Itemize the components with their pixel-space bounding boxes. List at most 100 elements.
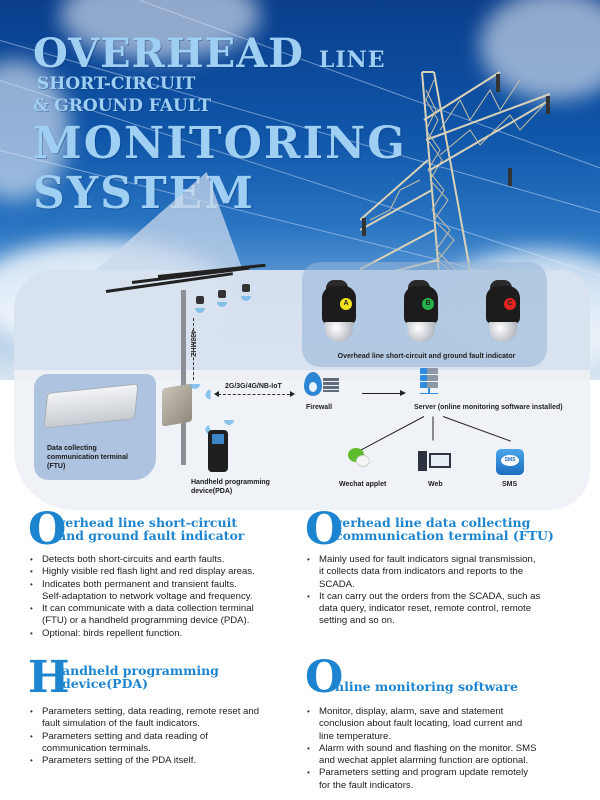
arrow-right-icon xyxy=(290,391,295,397)
server-unit xyxy=(420,375,438,381)
server-label: Server (online monitoring software insta… xyxy=(414,404,563,411)
list-item-text: Indicates both permanent and transient f… xyxy=(42,578,237,590)
indicator-caption: Overhead line short-circuit and ground f… xyxy=(337,353,516,360)
list-item: Highly visible red flash light and red d… xyxy=(28,566,300,579)
title-ground-fault: & GROUND FAULT xyxy=(33,96,212,116)
drop-cap: H xyxy=(28,652,70,703)
section-header: O nline monitoring software xyxy=(305,656,595,700)
web-label: Web xyxy=(428,481,443,488)
section-title: verhead line short-circuit and ground fa… xyxy=(58,516,244,542)
pda-device-icon xyxy=(208,430,228,472)
list-item-text: communication terminals. xyxy=(42,742,151,754)
server-icon xyxy=(420,368,438,394)
title-system: SYSTEM xyxy=(33,168,255,219)
wechat-label: Wechat applet xyxy=(339,481,387,488)
title-overhead: OVERHEAD xyxy=(33,30,304,77)
ftu-label-line: (FTU) xyxy=(47,463,66,470)
list-item-text: Parameters setting and data reading of xyxy=(42,730,208,742)
pda-label-line: Handheld programming xyxy=(191,479,270,486)
list-item: Optional: birds repellent function. xyxy=(28,628,300,641)
arrow-firewall-to-server xyxy=(362,393,402,394)
list-item-text: Self-adaptation to network voltage and f… xyxy=(42,590,253,602)
ftu-device-icon xyxy=(43,383,139,429)
feature-list: Monitor, display, alarm, save and statem… xyxy=(305,706,595,792)
drop-cap: O xyxy=(305,504,344,555)
phase-badge-b: B xyxy=(422,298,434,310)
server-base xyxy=(420,393,438,394)
list-item-text: conclusion about fault locating, load cu… xyxy=(319,718,523,730)
list-item: Detects both short-circuits and earth fa… xyxy=(28,554,300,567)
section-header: O verhead line data collecting communica… xyxy=(305,508,595,552)
section-title-line: device(PDA) xyxy=(62,676,149,691)
list-item: Monitor, display, alarm, save and statem… xyxy=(305,706,595,743)
section-title-line: verhead line short-circuit xyxy=(58,515,238,530)
phase-badge-c: C xyxy=(504,298,516,310)
title-short-circuit: SHORT-CIRCUIT xyxy=(37,74,196,94)
flame-core xyxy=(309,382,317,392)
pole-mounted-ftu-icon xyxy=(162,383,192,427)
list-item-text: (FTU) or a handheld programming device (… xyxy=(42,615,250,627)
list-item-text: It can communicate with a data collectio… xyxy=(42,603,254,615)
list-item-text: it collects data from indicators and rep… xyxy=(319,566,524,578)
wireless-signal-icon xyxy=(190,384,200,389)
sms-bubble: SMS xyxy=(501,455,519,466)
drop-cap: O xyxy=(28,504,67,555)
section-title: verhead line data collecting communicati… xyxy=(335,516,554,542)
fault-indicator-b: B xyxy=(400,280,442,346)
section-header: H andheld programming device(PDA) xyxy=(28,656,300,700)
section-title-line: and ground fault indicator xyxy=(58,528,245,543)
list-item-text: and wechat applet alarming function are … xyxy=(319,755,529,767)
list-item-text: for the fault indicators. xyxy=(319,779,414,791)
list-item-text: Monitor, display, alarm, save and statem… xyxy=(319,706,504,717)
transmission-tower-icon xyxy=(360,71,551,380)
section-title-line: verhead line data collecting xyxy=(335,515,531,530)
list-item-text: Parameters setting and program update re… xyxy=(319,767,529,779)
title-overhead-line: OVERHEAD LINE xyxy=(33,30,386,77)
list-item-text: Mainly used for fault indicators signal … xyxy=(319,554,536,565)
list-item-text: Highly visible red flash light and red d… xyxy=(42,566,255,578)
sms-label: SMS xyxy=(502,481,518,488)
arrow-server-to-web xyxy=(432,416,434,441)
list-item-text: Parameters setting of the PDA itself. xyxy=(42,755,197,767)
indicator-showcase: A B C xyxy=(302,262,547,367)
feature-list: Parameters setting, data reading, remote… xyxy=(28,706,300,768)
list-item-text: line temperature. xyxy=(319,730,391,742)
rf-link-line xyxy=(193,318,194,380)
title-monitoring: MONITORING xyxy=(33,118,407,169)
list-item: Parameters setting and program update re… xyxy=(305,767,595,792)
list-item-text: setting and so on. xyxy=(319,615,395,627)
line-sensor xyxy=(242,284,250,292)
web-computer-icon xyxy=(418,451,452,471)
frequency-label: 433MHZ xyxy=(189,330,196,357)
ftu-label-line: Data collecting xyxy=(47,445,97,452)
fault-indicator-c: C xyxy=(482,280,524,346)
title-line: LINE xyxy=(318,47,386,73)
list-item: Alarm with sound and flashing on the mon… xyxy=(305,743,595,768)
server-stand xyxy=(428,388,430,393)
firewall-icon xyxy=(304,372,340,398)
wechat-bubble-white xyxy=(356,455,370,467)
ftu-label-line: communication terminal xyxy=(47,454,128,461)
pda-label-line: device(PDA) xyxy=(191,488,233,495)
list-item-text: It can carry out the orders from the SCA… xyxy=(319,590,541,602)
list-item-text: Detects both short-circuits and earth fa… xyxy=(42,554,225,565)
wireless-signal-icon xyxy=(241,296,251,301)
list-item-text: SCADA. xyxy=(319,578,355,590)
brick-wall xyxy=(323,378,339,392)
list-item: Mainly used for fault indicators signal … xyxy=(305,554,595,591)
list-item: It can communicate with a data collectio… xyxy=(28,603,300,628)
section-title-line: nline monitoring software xyxy=(335,679,518,694)
section-fault-indicator: O verhead line short-circuit and ground … xyxy=(28,508,300,641)
indicator-dome xyxy=(407,322,435,342)
line-sensor xyxy=(218,290,226,298)
list-item: Parameters setting of the PDA itself. xyxy=(28,755,300,768)
section-title-line: communication terminal (FTU) xyxy=(335,528,554,543)
pc-tower xyxy=(418,451,427,471)
list-item: It can carry out the orders from the SCA… xyxy=(305,591,595,628)
list-item-text: data query, indicator reset, remote cont… xyxy=(319,603,532,615)
ftu-label: Data collecting communication terminal (… xyxy=(47,444,157,471)
feature-list: Mainly used for fault indicators signal … xyxy=(305,554,595,628)
wireless-signal-icon xyxy=(224,420,234,425)
list-item-text: Alarm with sound and flashing on the mon… xyxy=(319,742,537,754)
network-label: 2G/3G/4G/NB-IoT xyxy=(225,383,282,390)
